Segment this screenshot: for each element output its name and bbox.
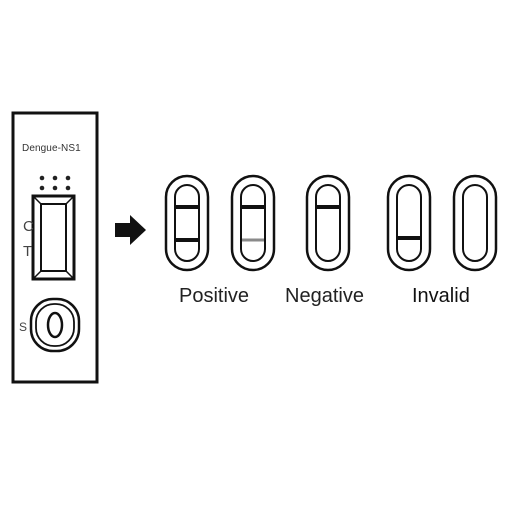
strip-negative: [305, 174, 351, 272]
control-label: C: [23, 218, 34, 235]
result-window: [31, 194, 76, 281]
negative-label: Negative: [285, 285, 364, 307]
cassette-body: [11, 111, 99, 384]
strip-invalid-2: [452, 174, 498, 272]
test-label: T: [23, 243, 33, 260]
sample-well: [29, 297, 81, 353]
right-arrow-icon: [115, 215, 146, 245]
positive-label: Positive: [179, 285, 250, 307]
strip-positive-2: [230, 174, 276, 272]
strip-invalid-1: [386, 174, 432, 272]
test-cassette: [11, 111, 99, 384]
dot-grid: [39, 175, 71, 191]
device-title: Dengue-NS1: [22, 143, 81, 154]
sample-label: S: [19, 320, 28, 334]
invalid-label: Invalid: [412, 285, 470, 307]
strip-positive-1: [164, 174, 210, 272]
